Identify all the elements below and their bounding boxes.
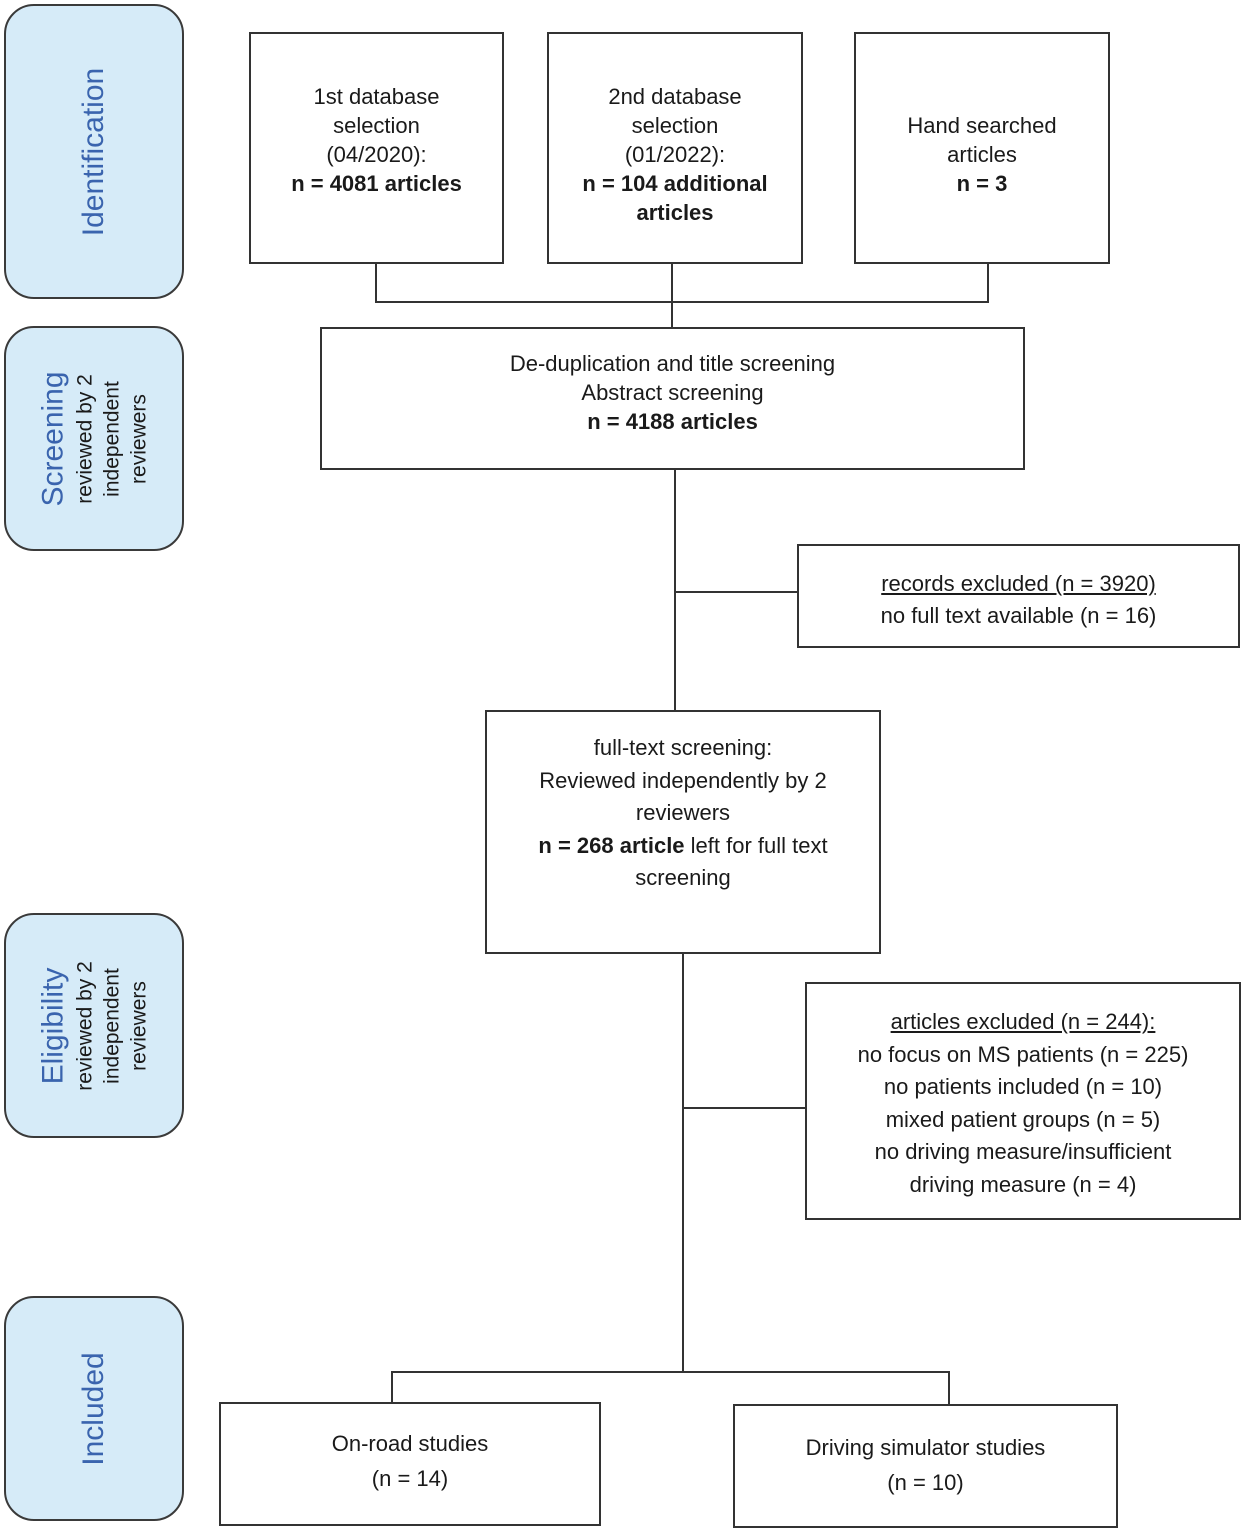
excluded2-line-1: no focus on MS patients (n = 225): [857, 1041, 1189, 1067]
stage-included-title: Included: [77, 1351, 110, 1466]
db1-line-1: 1st database: [313, 84, 440, 109]
connector-fulltext-down: [682, 953, 684, 1372]
connector-excluded1-branch: [674, 591, 798, 593]
onroad-line-2: (n = 14): [371, 1466, 449, 1491]
connector-onroad-down: [391, 1371, 393, 1403]
connector-identification-merge: [375, 301, 989, 303]
fulltext-line-3: reviewers: [635, 800, 731, 825]
stage-identification-title: Identification: [77, 67, 110, 236]
stage-screening-sub-2: independent: [100, 380, 124, 497]
stage-eligibility: Eligibility reviewed by 2 independent re…: [4, 913, 184, 1138]
db1-count: n = 4081 articles: [291, 171, 462, 196]
box-fulltext-screening: full-text screening: Reviewed independen…: [485, 710, 881, 954]
box-onroad-studies: On-road studies (n = 14): [219, 1402, 601, 1526]
screening-line-2: Abstract screening: [581, 380, 764, 405]
hand-line-1: Hand searched: [907, 113, 1057, 138]
fulltext-line-2: Reviewed independently by 2: [539, 767, 827, 793]
box-hand-searched: Hand searched articles n = 3: [854, 32, 1110, 264]
excluded2-line-4: no driving measure/insufficient: [874, 1139, 1172, 1164]
connector-included-split: [391, 1371, 950, 1373]
fulltext-count-line: n = 268 article left for full text: [538, 830, 827, 863]
db1-line-3: (04/2020):: [326, 142, 427, 167]
hand-line-2: articles: [947, 142, 1017, 167]
db2-count-1: n = 104 additional: [582, 171, 768, 196]
box-database-1: 1st database selection (04/2020): n = 40…: [249, 32, 504, 264]
screening-line-1: De-duplication and title screening: [509, 351, 836, 376]
box-screening: De-duplication and title screening Abstr…: [320, 327, 1025, 470]
simulator-line-2: (n = 10): [887, 1470, 964, 1495]
excluded1-heading: records excluded (n = 3920): [881, 571, 1156, 596]
stage-screening-sub-3: reviewers: [127, 393, 151, 484]
db2-line-1: 2nd database: [608, 84, 742, 109]
stage-eligibility-sub-2: independent: [100, 967, 124, 1084]
db2-line-3: (01/2022):: [624, 142, 726, 167]
stage-eligibility-title: Eligibility: [36, 967, 70, 1084]
connector-db2-down: [671, 263, 673, 329]
screening-count: n = 4188 articles: [587, 409, 758, 434]
excluded2-line-3: mixed patient groups (n = 5): [885, 1106, 1161, 1132]
stage-screening-sub-1: reviewed by 2: [73, 373, 97, 504]
db2-count-2: articles: [636, 200, 714, 225]
excluded1-line-1: no full text available (n = 16): [880, 603, 1157, 628]
db1-line-2: selection: [333, 113, 420, 138]
db2-line-2: selection: [631, 113, 719, 138]
excluded2-line-5: driving measure (n = 4): [909, 1171, 1137, 1197]
excluded2-heading: articles excluded (n = 244):: [890, 1009, 1156, 1034]
box-database-2: 2nd database selection (01/2022): n = 10…: [547, 32, 803, 264]
connector-db1-down: [375, 263, 377, 303]
excluded2-line-2: no patients included (n = 10): [883, 1074, 1163, 1099]
connector-excluded2-branch: [682, 1107, 806, 1109]
hand-count: n = 3: [956, 171, 1008, 196]
stage-screening-title: Screening: [36, 370, 70, 507]
box-records-excluded: records excluded (n = 3920) no full text…: [797, 544, 1240, 648]
fulltext-tail: screening: [635, 865, 731, 890]
fulltext-line-1: full-text screening:: [593, 735, 773, 760]
stage-included: Included: [4, 1296, 184, 1521]
box-articles-excluded: articles excluded (n = 244): no focus on…: [805, 982, 1241, 1220]
connector-simulator-down: [948, 1371, 950, 1405]
connector-screening-down: [674, 469, 676, 711]
fulltext-count: n = 268 article: [538, 832, 685, 858]
onroad-line-1: On-road studies: [331, 1431, 489, 1456]
connector-hand-down: [987, 263, 989, 303]
fulltext-count-rest: left for full text: [684, 832, 828, 858]
stage-identification: Identification: [4, 4, 184, 299]
stage-screening: Screening reviewed by 2 independent revi…: [4, 326, 184, 551]
stage-eligibility-sub-1: reviewed by 2: [73, 960, 97, 1091]
stage-eligibility-sub-3: reviewers: [127, 980, 151, 1071]
simulator-line-1: Driving simulator studies: [805, 1435, 1046, 1460]
box-simulator-studies: Driving simulator studies (n = 10): [733, 1404, 1118, 1528]
